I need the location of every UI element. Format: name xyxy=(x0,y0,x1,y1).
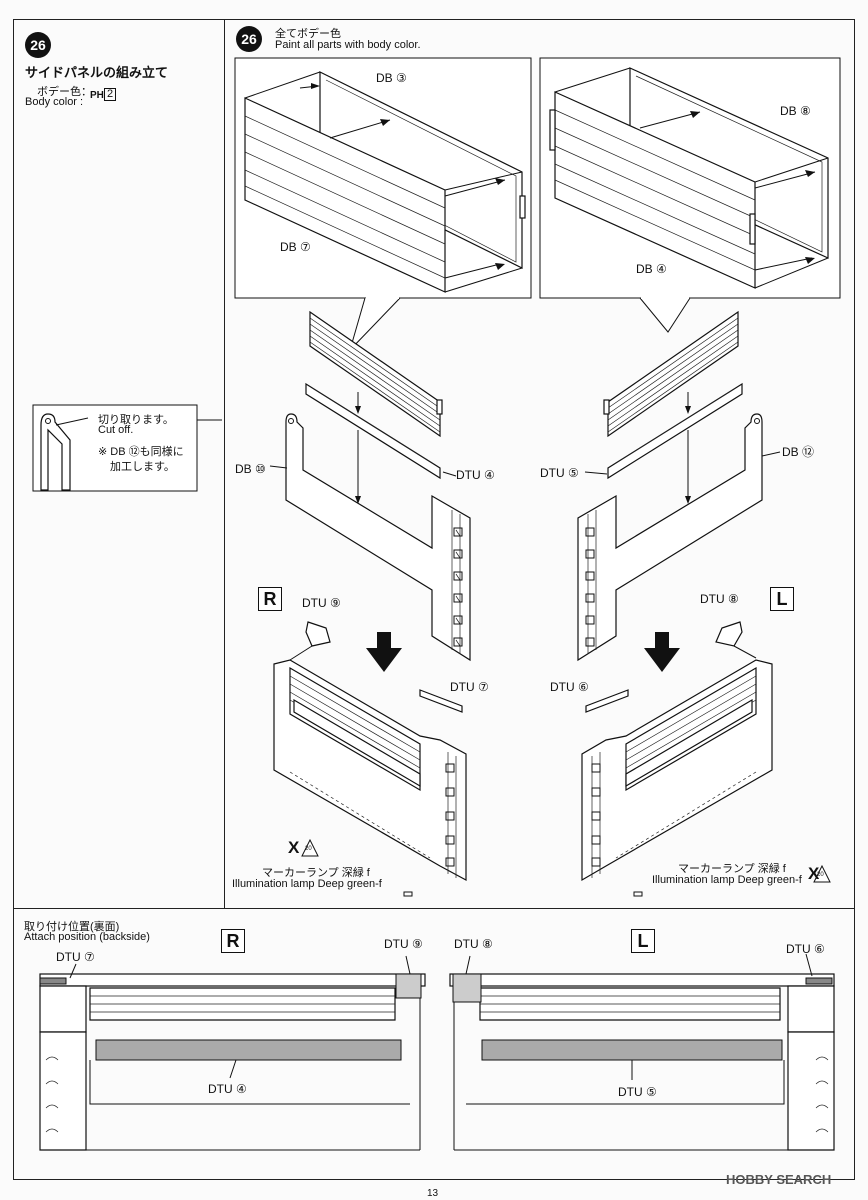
label-dtu7: DTU ⑦ xyxy=(450,680,489,694)
bottom-label-dtu9: DTU ⑨ xyxy=(384,937,423,951)
label-db8: DB ⑧ xyxy=(780,104,811,118)
lamp-badge-right: 20 xyxy=(305,846,312,852)
label-db7: DB ⑦ xyxy=(280,240,311,254)
bottom-marker-left: L xyxy=(631,929,655,953)
lamp-en-left: Illumination lamp Deep green-f xyxy=(652,874,802,886)
step-badge-right: 26 xyxy=(236,26,262,52)
paint-code: PH xyxy=(90,90,104,101)
callout-cut-en: Cut off. xyxy=(98,424,134,436)
label-dtu8: DTU ⑧ xyxy=(700,592,739,606)
callout-note-2: 加工します。 xyxy=(110,461,175,473)
body-color-jp: ボデー色： xyxy=(37,86,92,98)
page-number: 13 xyxy=(427,1188,439,1199)
label-dtu4: DTU ④ xyxy=(456,468,495,482)
bottom-label-dtu5: DTU ⑤ xyxy=(618,1085,657,1099)
lamp-jp-right: マーカーランプ 深緑 f xyxy=(262,867,370,879)
paint-heading-en: Paint all parts with body color. xyxy=(275,39,421,51)
label-db4: DB ④ xyxy=(636,262,667,276)
bottom-label-dtu4: DTU ④ xyxy=(208,1082,247,1096)
label-dtu5: DTU ⑤ xyxy=(540,466,579,480)
section-title: サイドパネルの組み立て xyxy=(25,65,169,80)
label-db10: DB ⑩ xyxy=(235,462,266,476)
step-badge-left: 26 xyxy=(25,32,51,58)
label-db12: DB ⑫ xyxy=(782,445,815,459)
lamp-en-right: Illumination lamp Deep green-f xyxy=(232,878,382,890)
callout-cut-jp: 切り取ります。 xyxy=(98,414,174,426)
paint-heading-jp: 全てボデー色 xyxy=(275,28,341,40)
lamp-x-mark-left: X xyxy=(808,864,820,883)
lamp-jp-left: マーカーランプ 深緑 f xyxy=(678,863,786,875)
attach-title-jp: 取り付け位置(裏面) xyxy=(24,921,120,933)
label-dtu9: DTU ⑨ xyxy=(302,596,341,610)
lamp-x-mark-right: X xyxy=(288,838,300,857)
bottom-label-dtu7: DTU ⑦ xyxy=(56,950,95,964)
marker-left: L xyxy=(770,587,794,611)
lamp-badge-left: 20 xyxy=(817,872,824,878)
label-db3: DB ③ xyxy=(376,71,407,85)
body-color-en: Body color : xyxy=(25,96,84,108)
attach-title-en: Attach position (backside) xyxy=(24,931,150,943)
bottom-panel-frame xyxy=(13,908,855,1180)
watermark: HOBBY SEARCH xyxy=(726,1172,832,1187)
callout-note: ※ DB ⑫も同様に xyxy=(98,446,184,458)
label-dtu6: DTU ⑥ xyxy=(550,680,589,694)
marker-right: R xyxy=(258,587,282,611)
bottom-label-dtu6: DTU ⑥ xyxy=(786,942,825,956)
paint-number: 2 xyxy=(104,88,117,101)
bottom-marker-right: R xyxy=(221,929,245,953)
bottom-label-dtu8: DTU ⑧ xyxy=(454,937,493,951)
